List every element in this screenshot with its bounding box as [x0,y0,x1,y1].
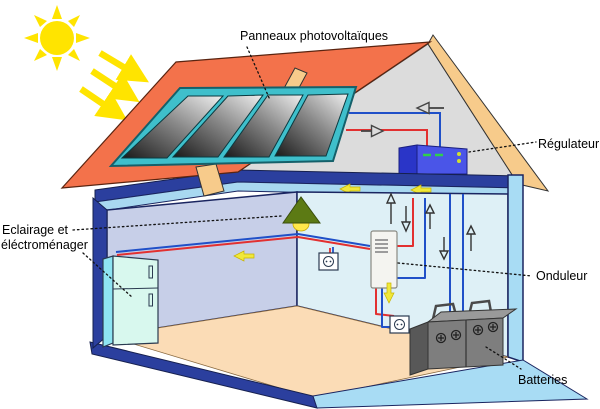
battery-handle [467,299,493,316]
sunlight-arrows-icon [79,50,149,121]
current-direction-arrows [385,192,477,261]
label-lighting-line2: éléctroménager [1,238,88,252]
battery-handle [431,302,458,320]
fridge-front [112,255,159,346]
arrow-down-icon [438,237,450,261]
arrow-up-icon [465,224,477,251]
label-regulator: Régulateur [538,137,599,151]
arrow-down-icon [400,206,412,233]
leader-line-lighting-lamp [72,215,282,231]
wire-red-inverter-out [375,288,395,317]
fridge-handle [148,265,153,279]
label-panels: Panneaux photovoltaïques [240,29,388,43]
regulator-led-dot [457,152,461,156]
wire-red-regulator-to-inverter [397,198,414,247]
label-inverter: Onduleur [536,269,587,283]
regulator-box [398,144,468,175]
wall-outlet [318,252,339,271]
leader-line-panels [246,46,271,101]
wire-blue-panels-to-regulator [349,112,441,147]
roof-trim-eave [195,163,225,197]
wire-red-wall-run [116,236,371,256]
energy-flow-arrow-down-icon [383,282,395,304]
battery-terminals [435,321,499,344]
current-arrow-left-icon [415,101,444,115]
leader-line-inverter [397,262,533,277]
sun-rays [24,5,90,71]
regulator-side [398,144,418,175]
current-arrow-right-icon [361,124,385,138]
solar-cell [171,94,265,158]
wall-outlet [389,315,410,334]
arrow-up-icon [385,192,397,224]
solar-panel-array [108,85,358,168]
label-batteries: Batteries [518,373,567,387]
label-lighting-line1: Eclairage et [2,223,69,237]
sun-body [40,21,74,55]
fridge [102,255,159,348]
floor [106,305,509,399]
wire-blue-inverter-out [381,288,390,328]
inverter-vents [375,239,388,253]
wire-blue-wall-run [115,233,371,253]
solar-cell [223,94,304,158]
regulator-led-dot [457,159,461,163]
leader-line-lighting-fridge [82,252,134,299]
battery-bank [409,299,518,376]
battery-side [409,321,429,376]
inverter-box [370,230,398,289]
floor-edge-front-right [312,359,589,409]
right-wall-edge [507,174,524,364]
solar-cell [274,93,349,157]
ceiling-lamp [282,196,321,232]
regulator-front [416,144,468,175]
fridge-handle [148,293,153,307]
solar-cell [120,95,225,159]
fridge-side [102,255,114,348]
energy-flow-arrow-left-icon [233,250,255,262]
arrow-up-icon [424,203,436,229]
sun-icon [24,5,90,71]
lamp-shade [282,196,321,224]
wire-blue-regulator-to-inverter [397,198,426,279]
